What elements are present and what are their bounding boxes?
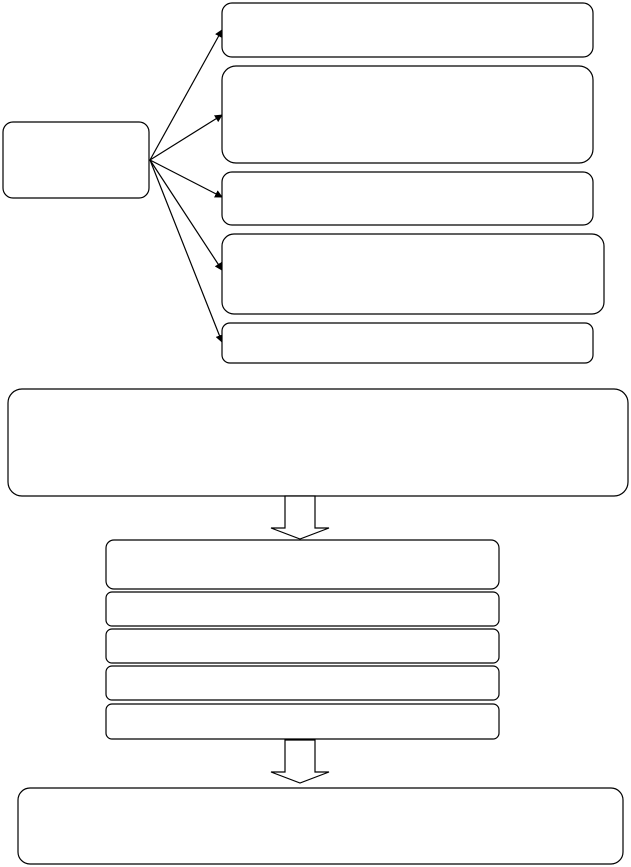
branch-box-2 [221, 65, 594, 164]
connector-arrow-1 [149, 29, 223, 161]
down-arrow-icon [270, 495, 330, 540]
branch-box-1 [221, 2, 594, 58]
branch-box-4 [221, 233, 605, 315]
step-box-2 [105, 591, 500, 627]
step-box-5 [105, 703, 500, 740]
step-box-1 [105, 539, 500, 590]
step-box-3 [105, 628, 500, 664]
connector-arrow-3 [149, 159, 223, 198]
branch-connectors [149, 29, 224, 343]
branch-box-5 [221, 322, 594, 364]
connector-arrow-2 [149, 114, 223, 161]
connector-arrow-4 [149, 159, 223, 271]
connector-arrow-5 [149, 159, 224, 343]
down-arrow-icon [270, 739, 330, 784]
source-box [2, 121, 150, 199]
step-box-4 [105, 665, 500, 701]
result-box [17, 787, 624, 865]
branch-box-3 [221, 171, 594, 226]
summary-box [7, 388, 629, 497]
